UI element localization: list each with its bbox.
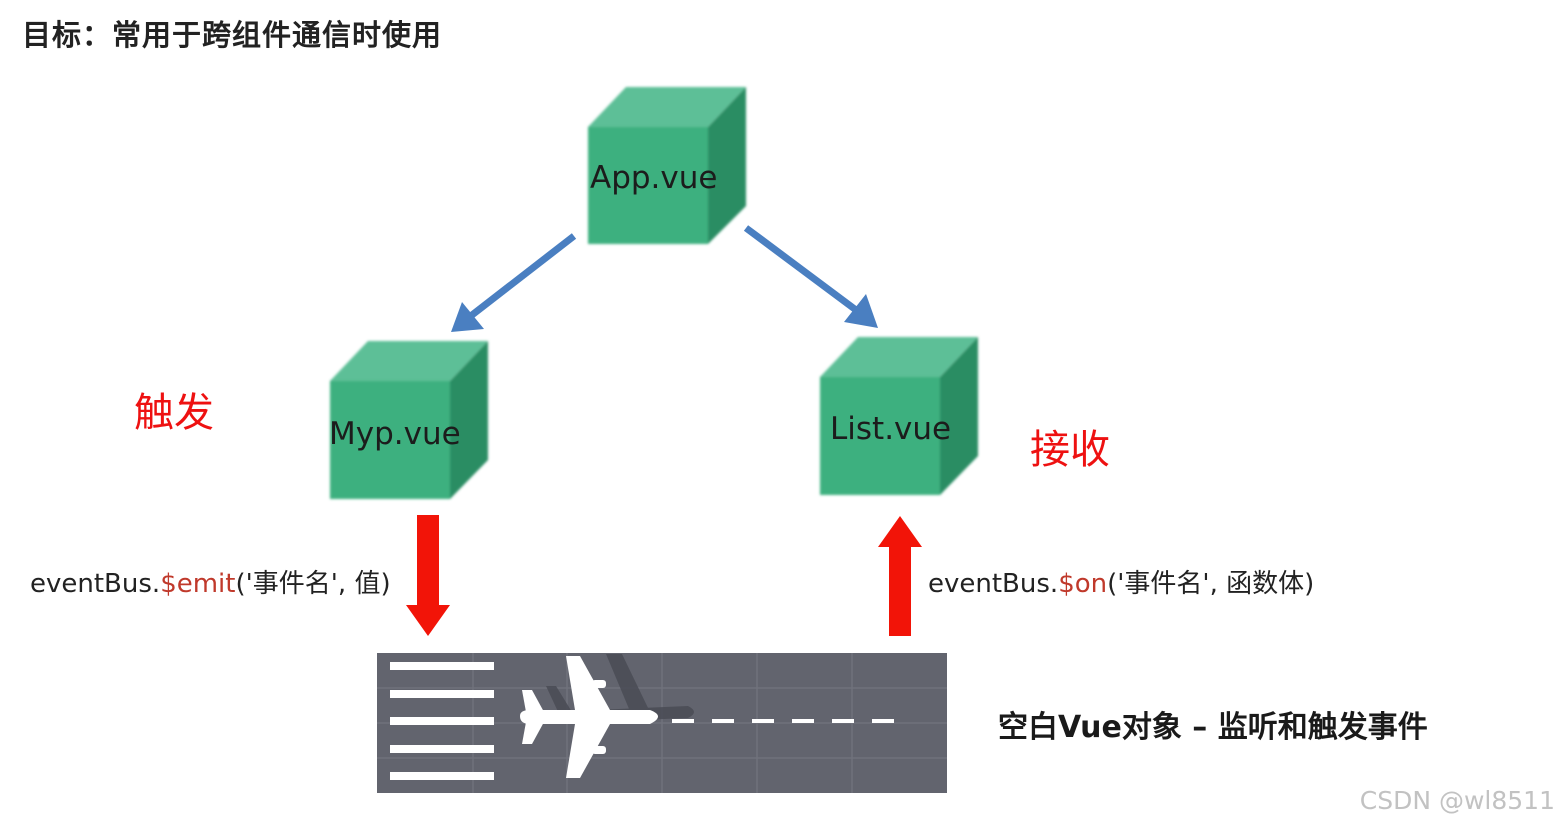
runway-caption: 空白Vue对象 – 监听和触发事件 <box>998 710 1428 745</box>
runway-threshold-stripes <box>390 662 494 780</box>
on-code-method: $on <box>1058 569 1108 599</box>
receive-label: 接收 <box>1030 427 1110 473</box>
on-code-prefix: eventBus. <box>928 569 1059 599</box>
watermark: CSDN @wl8511 <box>1359 786 1555 815</box>
cube-myp <box>330 341 488 499</box>
trigger-label: 触发 <box>134 390 214 436</box>
node-label-list: List.vue <box>830 411 952 447</box>
runway <box>377 653 947 793</box>
emit-code-method: $emit <box>160 569 236 599</box>
airplane-icon <box>520 656 658 778</box>
on-code: eventBus.$on('事件名', 函数体) <box>928 563 1314 600</box>
node-label-myp: Myp.vue <box>329 416 461 452</box>
emit-code-args: ('事件名', 值) <box>235 569 391 599</box>
blue-arrow-to-list <box>743 225 878 328</box>
emit-code-prefix: eventBus. <box>30 569 161 599</box>
cube-list <box>820 337 978 495</box>
page-title: 目标：常用于跨组件通信时使用 <box>22 18 443 52</box>
runway-centerline <box>672 719 894 723</box>
node-label-app: App.vue <box>590 160 718 196</box>
emit-code: eventBus.$emit('事件名', 值) <box>30 563 391 600</box>
cube-app <box>588 87 746 244</box>
red-arrow-on <box>878 516 922 636</box>
on-code-args: ('事件名', 函数体) <box>1107 569 1315 599</box>
red-arrow-emit <box>406 515 450 636</box>
blue-arrow-to-myp <box>451 233 577 332</box>
